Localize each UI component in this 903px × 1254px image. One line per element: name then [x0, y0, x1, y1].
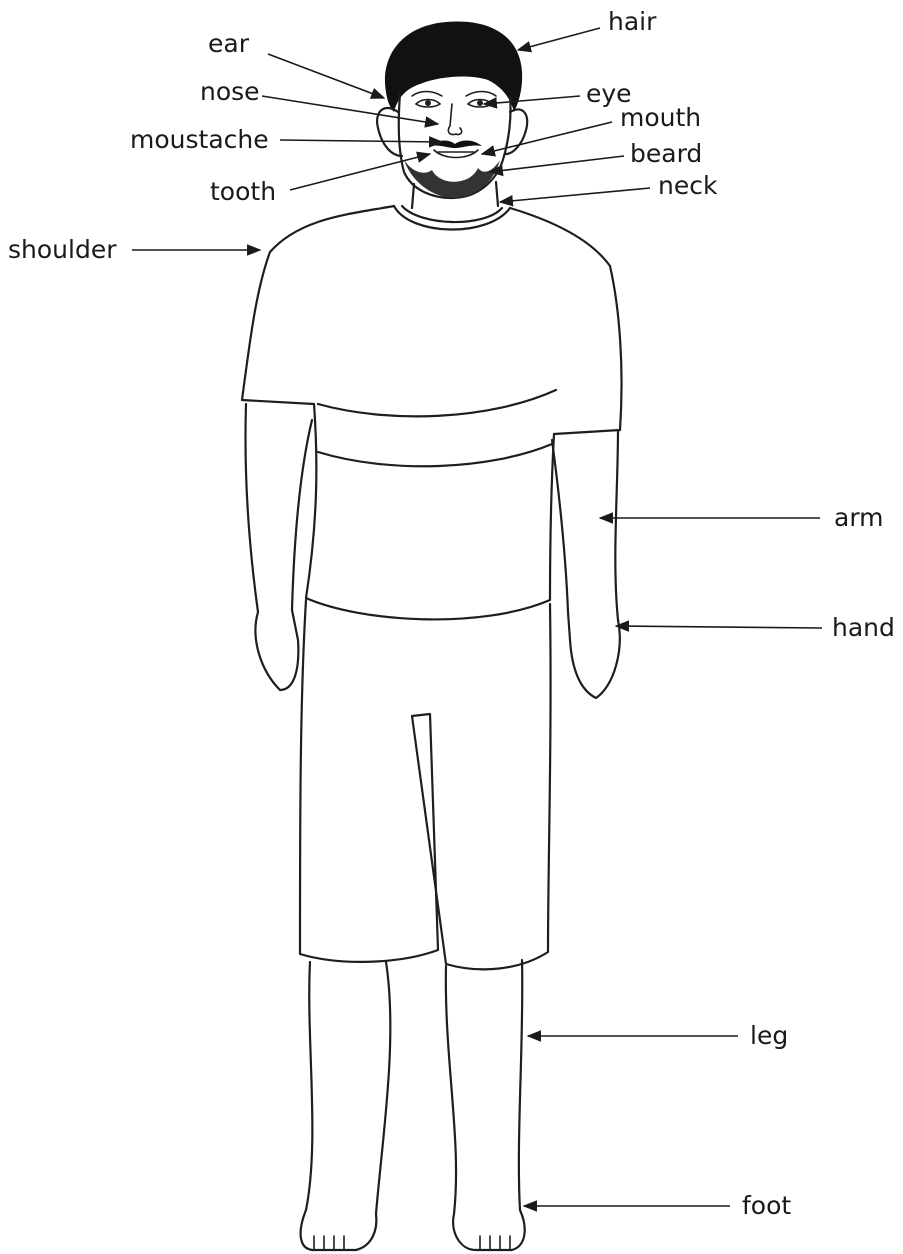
right-eyebrow — [466, 92, 496, 97]
label-hand: hand — [832, 613, 895, 642]
label-tooth: tooth — [210, 177, 276, 206]
right-foot — [453, 1210, 525, 1250]
nose-shape — [448, 104, 461, 135]
tshirt-collar — [394, 206, 510, 230]
tooth-leader — [290, 154, 430, 190]
mouth-leader — [482, 122, 612, 154]
ear-leader — [268, 54, 384, 98]
neck-line-right — [496, 182, 498, 206]
right-arm-inner — [552, 440, 568, 612]
human-figure — [242, 21, 622, 1250]
beard-leader — [490, 156, 624, 172]
right-hand — [568, 612, 620, 698]
label-mouth: mouth — [620, 103, 701, 132]
nose-leader — [262, 96, 438, 124]
hair-shape — [385, 21, 522, 112]
left-toes — [314, 1236, 344, 1250]
label-moustache: moustache — [130, 125, 269, 154]
tshirt-collar-inner — [402, 206, 502, 222]
tshirt-band-bottom — [318, 444, 552, 466]
neck-line-left — [412, 184, 414, 208]
left-eyebrow — [412, 92, 442, 97]
label-shoulder: shoulder — [8, 235, 117, 264]
label-leg: leg — [750, 1021, 788, 1050]
right-leg — [446, 960, 522, 1214]
label-ear: ear — [208, 29, 250, 58]
label-neck: neck — [658, 171, 718, 200]
neck-leader — [500, 188, 650, 202]
hand-leader — [616, 626, 822, 628]
right-arm — [615, 430, 618, 620]
label-nose: nose — [200, 77, 260, 106]
eye-leader — [484, 96, 580, 104]
moustache-leader — [280, 140, 442, 142]
label-foot: foot — [742, 1191, 791, 1220]
label-arm: arm — [834, 503, 884, 532]
shorts-outline — [300, 600, 551, 969]
right-toes — [480, 1236, 510, 1250]
beard-shape — [404, 160, 500, 198]
label-beard: beard — [630, 139, 702, 168]
left-leg — [306, 962, 390, 1214]
label-hair: hair — [608, 7, 657, 36]
left-foot — [301, 1210, 377, 1250]
hair-leader — [518, 28, 600, 50]
left-arm — [246, 404, 259, 612]
left-hand — [255, 610, 298, 690]
tshirt-band-top — [318, 390, 556, 416]
mouth-shape — [434, 150, 478, 158]
